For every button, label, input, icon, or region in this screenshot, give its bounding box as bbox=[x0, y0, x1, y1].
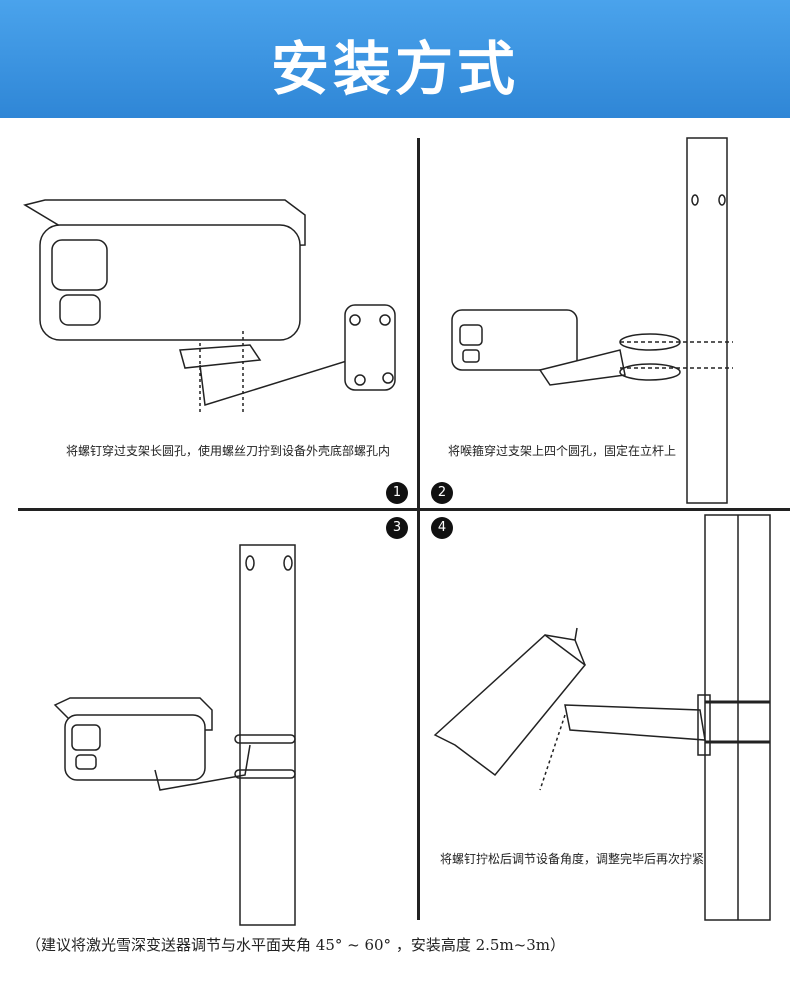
page-title: 安装方式 bbox=[270, 35, 519, 103]
step2-drawing bbox=[451, 137, 733, 504]
horizontal-divider bbox=[18, 508, 790, 511]
installation-note: （建议将激光雪深变送器调节与水平面夹角 45° ~ 60° ，安装高度 2.5m… bbox=[26, 936, 565, 954]
step2-caption: 将喉箍穿过支架上四个圆孔，固定在立杆上 bbox=[448, 444, 677, 458]
header-banner: 安装方式 bbox=[0, 0, 790, 118]
step3-number-badge: 3 bbox=[386, 517, 408, 539]
step4-number-badge: 4 bbox=[431, 517, 453, 539]
vertical-divider bbox=[417, 138, 420, 920]
step2-number-badge: 2 bbox=[431, 482, 453, 504]
step1-number-badge: 1 bbox=[386, 482, 408, 504]
step1-camera-drawing bbox=[23, 199, 396, 412]
step4-caption: 将螺钉拧松后调节设备角度，调整完毕后再次拧紧 bbox=[440, 852, 705, 866]
step3-drawing bbox=[53, 544, 296, 926]
step4-drawing bbox=[433, 514, 771, 921]
step1-caption: 将螺钉穿过支架长圆孔，使用螺丝刀拧到设备外壳底部螺孔内 bbox=[66, 444, 391, 458]
